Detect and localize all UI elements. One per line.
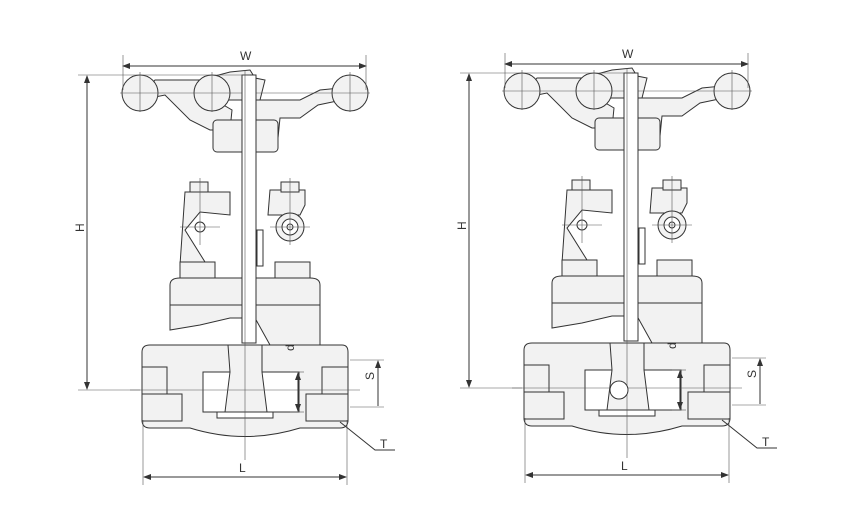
valve-outline [78, 55, 395, 485]
length-label: L [621, 459, 628, 473]
bore-label: d [283, 344, 297, 351]
thread-label: T [380, 437, 388, 451]
width-label: W [622, 47, 634, 61]
socket-label: S [363, 372, 377, 380]
height-label: H [73, 223, 87, 232]
bore-label: d [665, 342, 679, 349]
drain-port [609, 380, 629, 400]
gate-valve-alt-view: W H L d S T [455, 47, 777, 483]
socket-label: S [745, 370, 759, 378]
gate-valve-view: W H L d S T [73, 49, 395, 485]
valve-outline [460, 53, 777, 483]
thread-label: T [762, 435, 770, 449]
width-label: W [240, 49, 252, 63]
height-label: H [455, 221, 469, 230]
length-label: L [239, 461, 246, 475]
